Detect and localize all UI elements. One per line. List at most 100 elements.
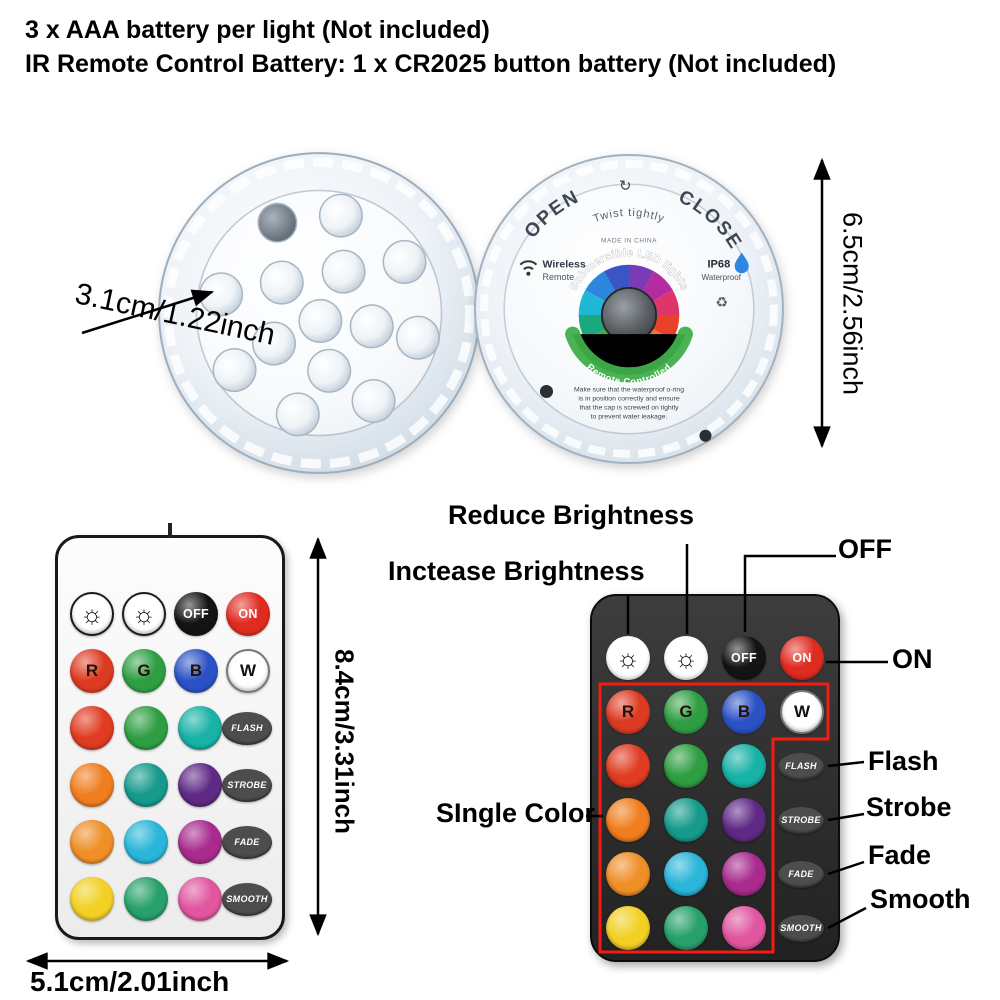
blue-button-label: B	[189, 661, 203, 680]
remote-control-dark: ☼ ☼ OFF ON R G B W FLASH STROBE FADE SMO…	[590, 594, 840, 962]
on-annotation-label: ON	[892, 644, 933, 674]
color-button	[606, 798, 650, 842]
strobe-annotation-label: Strobe	[866, 792, 952, 822]
green-button-dark: G	[664, 690, 708, 734]
off-button-label: OFF	[183, 607, 209, 621]
warning-line-4: to prevent water leakage.	[591, 414, 668, 421]
brightness-down-button: ☼	[122, 592, 166, 636]
color-button	[722, 798, 766, 842]
fade-button-label: FADE	[234, 837, 260, 847]
mode-buttons-dark: FLASH STROBE FADE SMOOTH	[778, 744, 824, 950]
waterproof-label: Waterproof	[701, 273, 741, 282]
brightness-up-button-dark: ☼	[606, 636, 650, 680]
color-button	[606, 744, 650, 788]
red-button-label: R	[621, 702, 635, 721]
blue-button: B	[174, 649, 218, 693]
remote-label: Remote	[542, 272, 574, 282]
color-button	[178, 877, 222, 921]
color-grid-dark	[606, 744, 766, 950]
rim-hole	[539, 384, 554, 399]
flash-button: FLASH	[222, 711, 272, 745]
on-button-label: ON	[238, 607, 258, 621]
fade-button-label: FADE	[788, 869, 814, 879]
strobe-button-dark: STROBE	[778, 806, 824, 834]
color-button	[124, 877, 168, 921]
warning-line-1: Make sure that the waterproof o-ring	[574, 387, 684, 394]
color-button	[664, 852, 708, 896]
brightness-down-icon: ☼	[132, 599, 156, 629]
flash-button-dark: FLASH	[778, 752, 824, 780]
white-button-dark: W	[780, 690, 824, 734]
on-button-dark: ON	[780, 636, 824, 680]
color-button	[70, 820, 114, 864]
color-button	[664, 798, 708, 842]
ip68-label: IP68	[707, 259, 730, 271]
led-light-bottom-view: OPEN ↻ CLOSE Twist tightly MADE IN CHINA…	[468, 150, 790, 472]
twist-arrow-icon: ↻	[619, 177, 632, 194]
white-button: W	[226, 649, 270, 693]
strobe-button: STROBE	[222, 768, 272, 802]
color-button	[124, 706, 168, 750]
wifi-icon	[519, 260, 538, 271]
made-in-label: MADE IN CHINA	[601, 238, 657, 245]
color-button	[664, 906, 708, 950]
green-ribbon	[565, 326, 693, 383]
smooth-button-label: SMOOTH	[226, 894, 268, 904]
reduce-brightness-label: Reduce Brightness	[448, 500, 695, 530]
smooth-button-label: SMOOTH	[780, 923, 822, 933]
warning-line-3: that the cap is screwed on tightly	[579, 405, 679, 412]
twist-label: Twist tightly	[592, 207, 667, 225]
color-button	[722, 906, 766, 950]
color-button	[664, 744, 708, 788]
off-button: OFF	[174, 592, 218, 636]
remote-height-dimension: 8.4cm/3.31inch	[329, 649, 360, 834]
flash-button-label: FLASH	[785, 761, 817, 771]
remote-width-dimension: 5.1cm/2.01inch	[30, 966, 230, 997]
led-light-top-view	[152, 146, 486, 480]
blue-button-dark: B	[722, 690, 766, 734]
brightness-down-icon: ☼	[674, 643, 698, 673]
strobe-button-label: STROBE	[227, 780, 267, 790]
white-button-label: W	[793, 702, 811, 721]
strobe-button-label: STROBE	[781, 815, 821, 825]
wireless-label: Wireless	[542, 259, 585, 271]
off-button-dark: OFF	[722, 636, 766, 680]
on-button: ON	[226, 592, 270, 636]
fade-button-dark: FADE	[778, 860, 824, 888]
header-line-2: IR Remote Control Battery: 1 x CR2025 bu…	[25, 50, 837, 78]
green-button-label: G	[137, 661, 151, 680]
wifi-icon-dot	[526, 271, 531, 276]
green-button: G	[122, 649, 166, 693]
remote-control-white: ☼ ☼ OFF ON R G B W FLASH STROBE FADE SMO…	[55, 523, 285, 940]
color-button	[178, 706, 222, 750]
header-line-1: 3 x AAA battery per light (Not included)	[25, 16, 490, 44]
increase-brightness-label: Inctease Brightness	[388, 556, 645, 586]
brightness-up-button: ☼	[70, 592, 114, 636]
red-button-dark: R	[606, 690, 650, 734]
warning-line-2: is in position correctly and ensure	[578, 396, 680, 403]
flash-annotation-label: Flash	[868, 746, 939, 776]
flash-button-label: FLASH	[231, 723, 263, 733]
smooth-button: SMOOTH	[222, 882, 272, 916]
color-grid	[70, 706, 222, 921]
color-button	[70, 763, 114, 807]
single-color-label: SIngle Color	[436, 798, 596, 828]
smooth-annotation-label: Smooth	[870, 884, 971, 914]
color-button	[722, 744, 766, 788]
ring-center	[600, 286, 658, 344]
blue-button-label: B	[737, 702, 751, 721]
red-button: R	[70, 649, 114, 693]
led-domes	[199, 193, 440, 437]
fade-button: FADE	[222, 825, 272, 859]
brightness-up-icon: ☼	[80, 599, 104, 629]
on-button-label: ON	[792, 651, 812, 665]
fade-annotation-label: Fade	[868, 840, 932, 870]
water-drop-icon	[734, 252, 749, 274]
ir-emitter	[168, 523, 172, 538]
color-button	[124, 820, 168, 864]
recycle-icon: ♻	[716, 294, 729, 310]
smooth-button-dark: SMOOTH	[778, 914, 824, 942]
off-button-label: OFF	[731, 651, 757, 665]
brightness-down-button-dark: ☼	[664, 636, 708, 680]
led-light-bottom-graphic: OPEN ↻ CLOSE Twist tightly MADE IN CHINA…	[474, 154, 784, 464]
